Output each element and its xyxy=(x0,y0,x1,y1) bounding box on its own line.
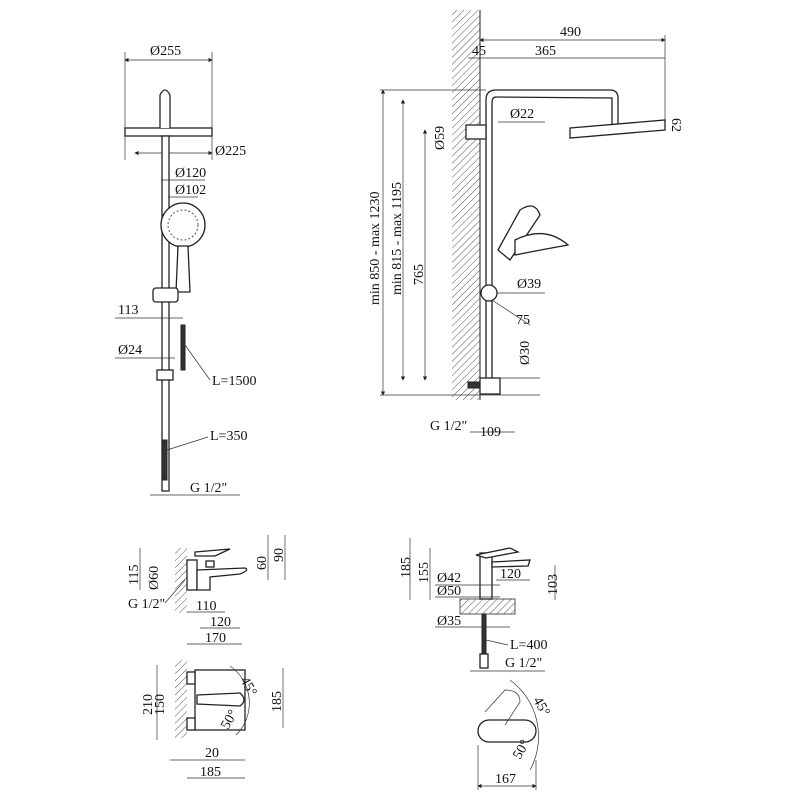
bath-total-height-label: 90 xyxy=(272,548,287,562)
bath-top-total-label: 185 xyxy=(200,765,221,780)
basin-lever-top xyxy=(477,719,537,743)
basin-body-diameter-label: Ø42 xyxy=(437,571,461,586)
plate-diameter-label: Ø225 xyxy=(215,144,246,159)
wall-bracket xyxy=(465,124,487,140)
lower-hose xyxy=(161,439,168,481)
basin-hole-diameter-label: Ø35 xyxy=(437,614,461,629)
slider-diameter-label: Ø39 xyxy=(517,277,541,292)
rail-bracket xyxy=(156,369,174,381)
lower-hose-length-label: L=350 xyxy=(210,429,247,444)
basin-spout xyxy=(491,559,531,568)
bath-escutcheon-label: Ø60 xyxy=(147,566,162,590)
basin-spout-reach-label: 120 xyxy=(500,567,521,582)
basin-length-label: 167 xyxy=(495,772,516,787)
basin-total-height-label: 185 xyxy=(399,557,414,578)
basin-spout-height-label: 103 xyxy=(546,574,561,595)
bath-handle xyxy=(194,548,231,557)
bath-handle-height-label: 60 xyxy=(255,556,270,570)
bath-depth-label: 170 xyxy=(205,631,226,646)
wall-hatch xyxy=(452,10,480,400)
inlet-top xyxy=(186,671,196,685)
hand-shower xyxy=(497,205,541,261)
head-thickness-label: 62 xyxy=(668,118,683,132)
holder-offset-label: 113 xyxy=(118,303,138,318)
shower-column-view: 490 45 365 Ø22 62 Ø59 Ø39 75 min 850 - m… xyxy=(368,10,683,440)
basin-mixer-top-view: 45° 50° 167 xyxy=(477,679,553,790)
shower-rail xyxy=(161,135,170,492)
basin-base-diameter-label: Ø50 xyxy=(437,584,461,599)
basin-hose-length-label: L=400 xyxy=(510,638,547,653)
rain-shower-head xyxy=(124,127,213,137)
basin-hose xyxy=(481,613,487,655)
basin-handle xyxy=(475,547,521,559)
bath-lever-top xyxy=(196,692,245,707)
escutcheon xyxy=(186,559,198,591)
mixer-diameter-label: Ø30 xyxy=(518,341,533,365)
shower-column-pipe xyxy=(485,89,619,391)
inlet-bottom xyxy=(186,717,196,731)
thread-label: G 1/2" xyxy=(190,481,227,496)
bath-mixer-side-view: 115 Ø60 60 90 G 1/2" 110 120 170 xyxy=(127,535,287,646)
mixer-inlet xyxy=(467,381,481,389)
slider xyxy=(480,284,498,302)
basin-connector xyxy=(479,653,489,669)
diverter-button xyxy=(205,560,215,568)
bath-spout xyxy=(196,567,248,591)
shower-arm xyxy=(159,89,171,128)
wall-hatch xyxy=(175,548,187,613)
arm-length-label: 365 xyxy=(535,44,556,59)
basin-thread-label: G 1/2" xyxy=(505,656,542,671)
rail-diameter-label: Ø24 xyxy=(118,343,142,358)
mixer-depth-label: 109 xyxy=(480,425,501,440)
basin-mixer-side-view: 185 155 Ø42 Ø50 120 103 Ø35 L=400 G 1/2" xyxy=(399,538,561,672)
rain-shower-head xyxy=(569,119,666,139)
countertop-hatch xyxy=(459,598,516,615)
bath-width-total-label: 210 xyxy=(141,694,156,715)
height-total-label: min 850 - max 1230 xyxy=(368,191,383,305)
slider-offset-label: 75 xyxy=(516,313,530,328)
bath-mixer-top-view: 210 150 45° 50° 185 20 185 xyxy=(141,660,285,780)
slider-holder xyxy=(152,287,179,303)
column-thread-label: G 1/2" xyxy=(430,419,467,434)
hand-shower-inner-label: Ø102 xyxy=(175,183,206,198)
head-diameter-label: Ø255 xyxy=(150,44,181,59)
height-pipe-label: min 815 - max 1195 xyxy=(390,182,405,295)
wall-offset-label: 45 xyxy=(472,44,486,59)
wall-hatch xyxy=(175,660,187,738)
pipe-diameter-label: Ø22 xyxy=(510,107,534,122)
bath-top-depth-label: 185 xyxy=(270,691,285,712)
hand-shower-outer-label: Ø120 xyxy=(175,166,206,181)
mixer-body xyxy=(479,377,501,395)
hand-shower-head-side xyxy=(514,233,570,256)
height-bracket-label: 765 xyxy=(412,264,427,285)
hand-shower-handle xyxy=(175,245,191,293)
bath-offset-label: 20 xyxy=(205,746,219,761)
bracket-diameter-label: Ø59 xyxy=(433,126,448,150)
hose-length-label: L=1500 xyxy=(212,374,256,389)
bath-centers-label: 150 xyxy=(153,694,168,715)
bath-spout-b-label: 120 xyxy=(210,615,231,630)
bath-thread-label: G 1/2" xyxy=(128,597,165,612)
hose-segment xyxy=(180,324,186,371)
basin-body-height-label: 155 xyxy=(417,562,432,583)
basin-angle-left-label: 45° xyxy=(530,695,553,719)
bath-height-label: 115 xyxy=(127,565,142,585)
arm-total-label: 490 xyxy=(560,25,581,40)
shower-rail-view: Ø255 Ø225 Ø120 Ø102 113 Ø24 L=1500 L=350… xyxy=(115,44,256,496)
bath-spout-a-label: 110 xyxy=(196,599,216,614)
basin-mixer-body xyxy=(479,552,493,600)
